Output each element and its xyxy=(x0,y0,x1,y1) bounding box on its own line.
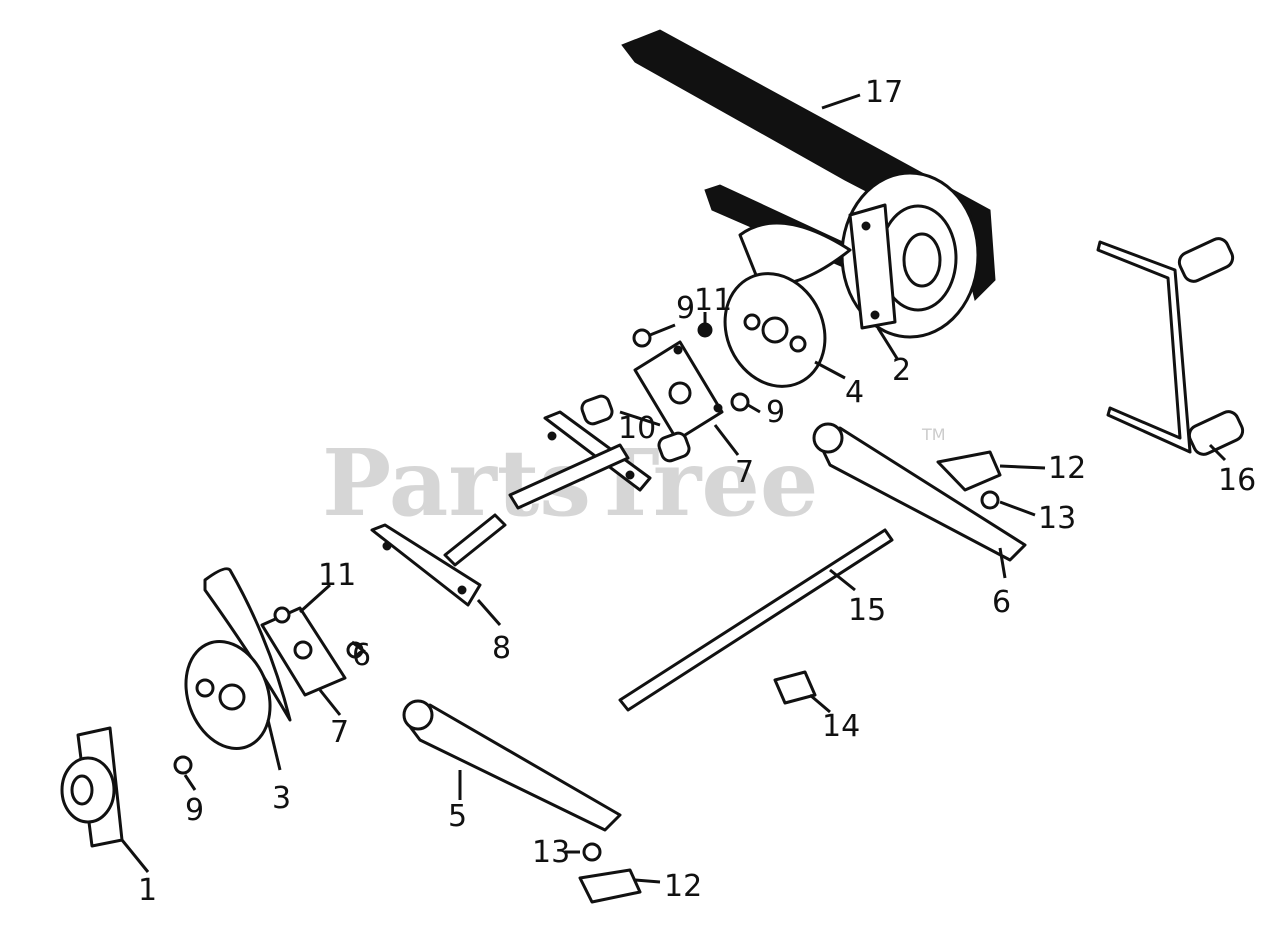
callout-15: 15 xyxy=(848,593,886,628)
callout-labels: 1 2 3 4 5 6 7 7 8 9 9 9 10 11 11 12 12 1… xyxy=(138,75,1256,908)
callout-13-lower: 13 xyxy=(532,835,570,870)
callout-11-lower: 11 xyxy=(318,558,356,593)
part-15-cable xyxy=(618,528,894,712)
part-6-lever xyxy=(812,422,1027,562)
callout-9-right: 9 xyxy=(766,395,785,430)
callout-8: 8 xyxy=(492,631,511,666)
part-2-bracket xyxy=(848,203,897,330)
part-10-spacers xyxy=(580,394,691,463)
callout-7-upper: 7 xyxy=(735,455,754,490)
part-4-disc xyxy=(723,221,852,388)
part-upper-shaft-plate xyxy=(508,410,652,510)
part-7-plate-upper xyxy=(633,340,724,442)
callout-17: 17 xyxy=(865,75,903,110)
callout-6-small: 6 xyxy=(352,638,371,673)
part-8-shaft-plate xyxy=(370,513,507,607)
part-16-frame xyxy=(1096,237,1245,456)
watermark-trademark: TM xyxy=(921,425,946,444)
callout-14: 14 xyxy=(822,709,860,744)
callout-6: 6 xyxy=(992,585,1011,620)
callout-11-upper: 11 xyxy=(694,283,732,318)
part-12-clip-upper xyxy=(936,450,1002,492)
part-3-disc xyxy=(184,567,292,750)
callout-1: 1 xyxy=(138,873,157,908)
callout-9-top: 9 xyxy=(676,291,695,326)
callout-16: 16 xyxy=(1218,463,1256,498)
callout-7-lower: 7 xyxy=(330,715,349,750)
callout-2: 2 xyxy=(892,353,911,388)
callout-4: 4 xyxy=(845,375,864,410)
part-12-clip-lower xyxy=(578,868,642,904)
leader-lines xyxy=(120,93,1227,884)
callout-12-upper: 12 xyxy=(1048,451,1086,486)
callout-9-lower: 9 xyxy=(185,793,204,828)
part-5-lever xyxy=(402,699,622,832)
part-1-bearing xyxy=(60,726,124,848)
callout-10: 10 xyxy=(618,411,656,446)
callout-5: 5 xyxy=(448,799,467,834)
callout-12-lower: 12 xyxy=(664,869,702,904)
callout-3: 3 xyxy=(272,781,291,816)
callout-13-upper: 13 xyxy=(1038,501,1076,536)
